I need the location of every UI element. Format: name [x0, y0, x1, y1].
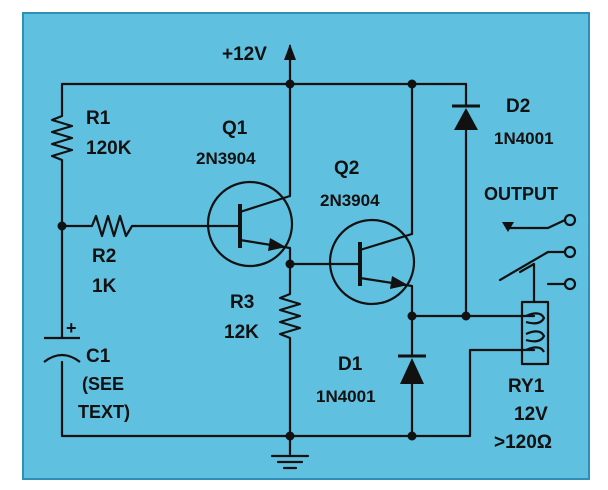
r3-ref-label: R3 — [230, 292, 254, 313]
q2-transistor-symbol — [328, 218, 416, 306]
r1-resistor-symbol — [50, 112, 74, 162]
junction-bottom-r3 — [285, 431, 295, 441]
r1-value-label: 120K — [86, 138, 132, 159]
q1-part-label: 2N3904 — [196, 149, 256, 168]
schematic-panel — [22, 12, 590, 480]
output-terminal-3 — [563, 277, 577, 291]
output-terminal-1 — [563, 213, 577, 227]
junction-d2-relay — [461, 311, 471, 321]
r2-resistor-symbol — [88, 214, 136, 238]
ry1-voltage-label: 12V — [514, 404, 548, 425]
labels: +12V R1 120K R2 1K R3 12K + C1 (SEE TEXT… — [66, 44, 558, 453]
ry1-ref-label: RY1 — [508, 376, 545, 397]
q2-ref-label: Q2 — [334, 158, 359, 179]
output-arrow-icon — [502, 222, 514, 232]
wires — [60, 54, 536, 456]
d2-ref-label: D2 — [506, 96, 530, 117]
r3-resistor-symbol — [278, 290, 302, 340]
d1-diode-symbol — [398, 354, 426, 384]
q1-ref-label: Q1 — [222, 118, 248, 139]
d2-part-label: 1N4001 — [494, 129, 554, 148]
ry1-relay-coil-symbol — [520, 300, 550, 366]
c1-capacitor-symbol — [43, 336, 81, 363]
junction-top-rail-q2 — [407, 79, 417, 89]
ground-icon — [270, 454, 310, 470]
junctions — [57, 79, 471, 441]
d1-part-label: 1N4001 — [316, 387, 376, 406]
d2-diode-symbol — [452, 104, 480, 130]
output-contacts — [498, 213, 577, 291]
output-terminal-2 — [563, 245, 577, 259]
c1-ref-label: C1 — [86, 346, 111, 367]
junction-q2-emitter — [407, 311, 417, 321]
r1-ref-label: R1 — [86, 108, 111, 129]
q1-transistor-symbol — [206, 180, 294, 268]
c1-note-line2: TEXT) — [78, 402, 130, 422]
wire-q1-emitter — [288, 246, 348, 266]
r3-value-label: 12K — [224, 322, 259, 343]
d1-ref-label: D1 — [338, 354, 363, 375]
ry1-resistance-label: >120Ω — [494, 432, 552, 453]
junction-top-rail-q1 — [285, 79, 295, 89]
junction-left-r2 — [57, 221, 67, 231]
q2-part-label: 2N3904 — [320, 191, 380, 210]
c1-note-line1: (SEE — [82, 374, 124, 394]
junction-bottom-d1 — [407, 431, 417, 441]
c1-polarity-label: + — [66, 318, 77, 338]
output-label: OUTPUT — [484, 184, 558, 204]
r2-value-label: 1K — [92, 276, 117, 297]
wire-left-lower — [60, 360, 414, 438]
wire-relay-return — [410, 348, 520, 438]
junction-q1-emitter — [285, 259, 295, 269]
supply-arrow-icon — [284, 44, 296, 60]
supply-label: +12V — [222, 44, 267, 65]
r2-ref-label: R2 — [92, 246, 116, 267]
